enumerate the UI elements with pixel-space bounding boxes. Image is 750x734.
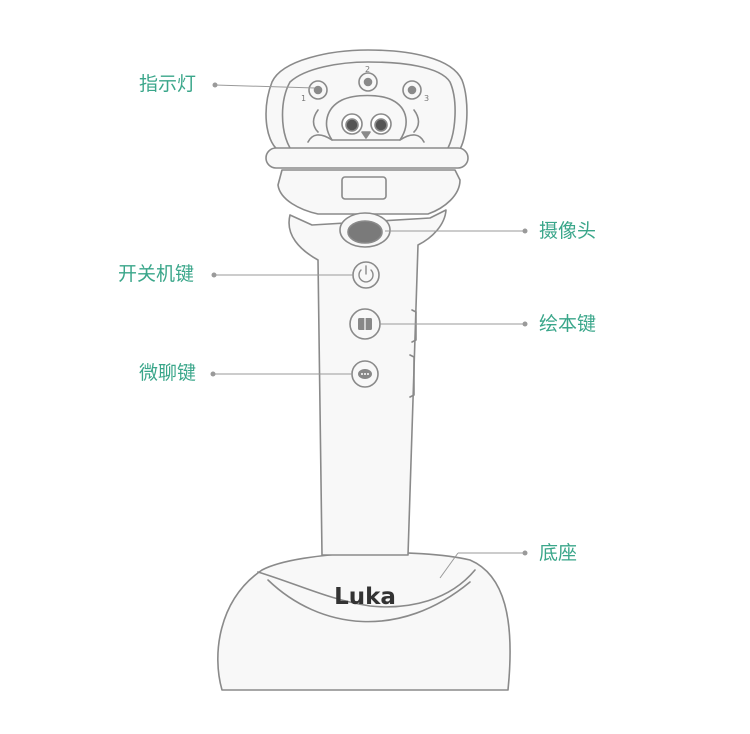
- label-base: 底座: [539, 542, 578, 564]
- wechat-button[interactable]: [351, 360, 379, 388]
- indicator-lights: [308, 72, 422, 100]
- indicator-number-3: 3: [424, 94, 429, 103]
- label-wechat-key: 微聊键: [139, 362, 197, 384]
- indicator-number-1: 1: [301, 94, 306, 103]
- brand-logo-text: Luka: [334, 584, 396, 610]
- head-band: [265, 147, 469, 169]
- label-indicator: 指示灯: [139, 73, 197, 95]
- side-button: [411, 309, 417, 343]
- neck-window: [341, 176, 387, 200]
- leader-lines: [210, 82, 528, 579]
- indicator-number-2: 2: [365, 65, 370, 74]
- label-picture-book-key: 绘本键: [539, 313, 597, 335]
- base: [217, 551, 511, 691]
- power-button[interactable]: [352, 261, 380, 289]
- owl-mascot: [307, 94, 425, 143]
- picture-book-button[interactable]: [349, 308, 381, 340]
- label-power-key: 开关机键: [118, 263, 195, 285]
- indicator-numbers: 1 2 3: [301, 65, 429, 103]
- label-camera: 摄像头: [539, 220, 597, 242]
- camera-lens: [339, 212, 391, 248]
